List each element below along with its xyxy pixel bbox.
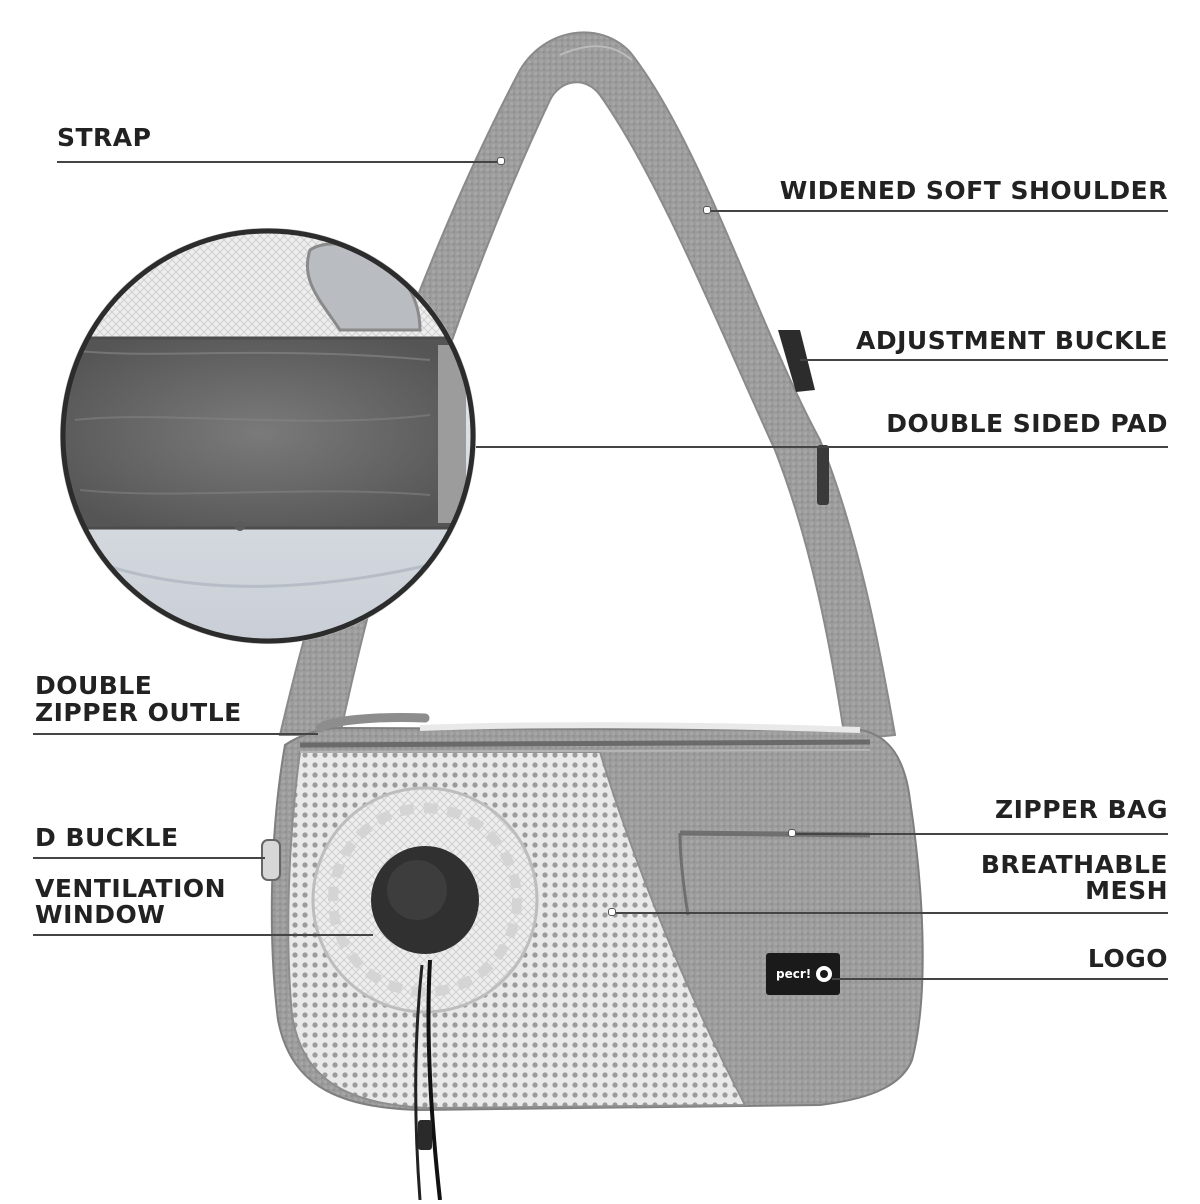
logo-text: pecr! [776,967,811,981]
label-double-sided-pad: DOUBLE SIDED PAD [886,409,1168,438]
double-zipper-outlet-leader [33,733,318,735]
label-zipper-bag: ZIPPER BAG [994,795,1168,824]
breathable-mesh-leader [612,912,1168,914]
mesh-anchor [608,908,616,916]
logo-leader [832,978,1168,980]
label-breathable-mesh-2: MESH [1085,876,1168,905]
zipper-bag-leader [792,833,1168,835]
pad-closeup [60,228,476,644]
label-ventilation-window-2: WINDOW [35,900,166,929]
shoulder-anchor [703,206,711,214]
label-logo: LOGO [1087,944,1168,973]
label-breathable-mesh-1: BREATHABLE [980,850,1168,879]
logo-patch: pecr! [766,953,840,995]
adjustment-buckle [778,330,829,505]
ventilation-window-leader [33,934,373,936]
label-double-zipper-outlet-1: DOUBLE [35,671,153,700]
strap-anchor [497,157,505,165]
adjustment-buckle-leader [800,359,1168,361]
widened-soft-shoulder-leader [708,210,1168,212]
d-buckle-leader [33,857,265,859]
double-sided-pad-leader [476,446,1168,448]
label-widened-soft-shoulder: WIDENED SOFT SHOULDER [779,176,1168,205]
strap-leader [57,161,500,163]
label-d-buckle: D BUCKLE [35,823,179,852]
label-adjustment-buckle: ADJUSTMENT BUCKLE [856,326,1168,355]
label-strap: STRAP [57,123,152,152]
zipper-bag-anchor [788,829,796,837]
ventilation-window [311,786,539,1201]
label-double-zipper-outlet-2: ZIPPER OUTLE [35,698,242,727]
label-ventilation-window-1: VENTILATION [35,874,227,903]
